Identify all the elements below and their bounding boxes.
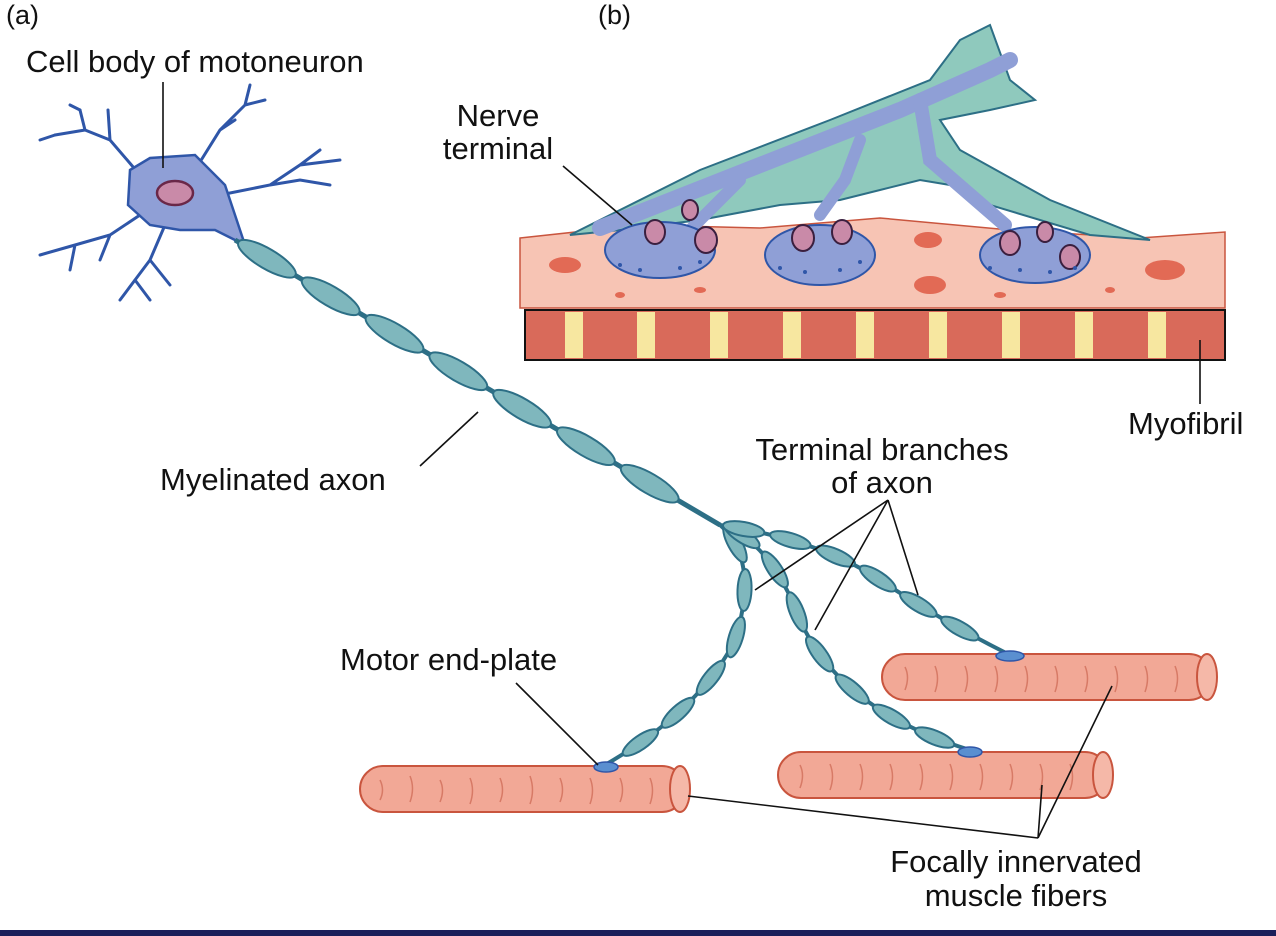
myelin-segment xyxy=(556,426,616,467)
myelin-segment xyxy=(237,238,297,279)
motor-end-plates xyxy=(593,650,1025,773)
myelin-segment xyxy=(760,550,789,589)
terminal-branches xyxy=(603,520,1011,767)
label-nerve-terminal-line2: terminal xyxy=(443,131,553,166)
nerve-terminal-panel xyxy=(519,23,1226,361)
myelin-segment xyxy=(725,615,746,659)
panel-b-label: (b) xyxy=(598,0,631,30)
nucleus xyxy=(155,179,195,207)
myelin-segment xyxy=(871,703,911,730)
myelin-segment xyxy=(834,673,870,705)
neuron-cell-body xyxy=(38,83,342,302)
myelin-segment xyxy=(805,635,835,673)
label-cell-body: Cell body of motoneuron xyxy=(26,44,364,79)
muscle-fiber-right xyxy=(881,653,1218,701)
label-nerve-terminal-line1: Nerve xyxy=(457,98,540,133)
myelin-segment xyxy=(858,564,897,593)
muscle-fiber-left xyxy=(359,765,691,813)
myelin-segment xyxy=(721,520,766,538)
muscle-fiber-middle xyxy=(777,751,1114,799)
myelin-segment xyxy=(913,726,956,749)
label-motor-end-plate: Motor end-plate xyxy=(340,642,557,677)
label-terminal-branches-line1: Terminal branches xyxy=(755,432,1008,467)
labels: (a) (b) Cell body of motoneuron Nerve te… xyxy=(6,0,1243,913)
myelin-segment xyxy=(899,590,938,618)
leader-lines xyxy=(162,82,1201,839)
label-myofibril: Myofibril xyxy=(1128,406,1243,441)
panel-a-label: (a) xyxy=(6,0,39,30)
myelin-segment xyxy=(619,463,680,504)
myelin-segment xyxy=(621,728,660,757)
bottom-border xyxy=(0,930,1276,936)
label-muscle-fibers-line2: muscle fibers xyxy=(925,878,1108,913)
label-myelinated-axon: Myelinated axon xyxy=(160,462,386,497)
myelin-segment xyxy=(492,388,552,429)
label-terminal-branches-line2: of axon xyxy=(831,465,933,500)
myelin-segment xyxy=(769,530,812,550)
myelin-segment xyxy=(300,276,361,317)
myelin-segment xyxy=(940,615,980,642)
myelin-segment xyxy=(695,659,726,696)
myelin-segment xyxy=(428,351,489,392)
myelin-segment xyxy=(660,696,696,729)
myelin-segment xyxy=(785,591,809,633)
myelinated-axon xyxy=(233,237,722,528)
myelin-segment xyxy=(736,568,753,612)
myelin-segment xyxy=(364,313,425,354)
label-muscle-fibers-line1: Focally innervated xyxy=(890,844,1142,879)
